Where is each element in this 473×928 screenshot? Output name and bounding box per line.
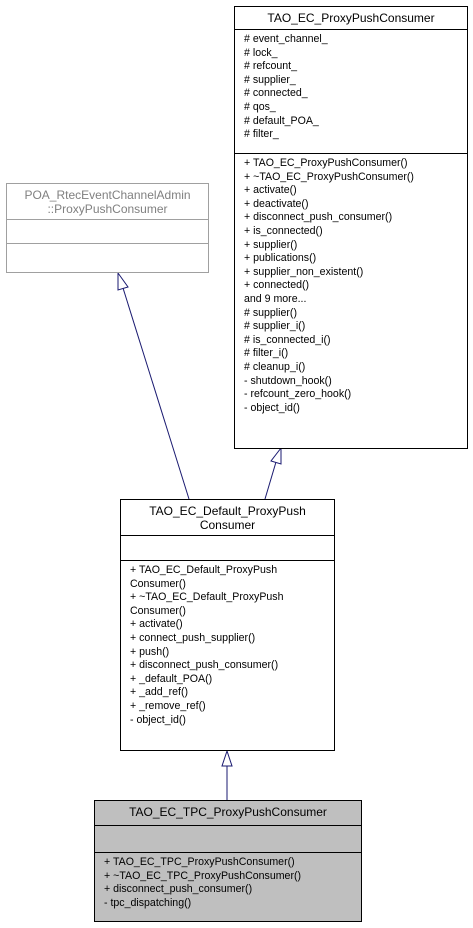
method: + _default_POA() bbox=[130, 672, 213, 685]
class-tao-ec-default-proxypushconsumer: TAO_EC_Default_ProxyPush Consumer + TAO_… bbox=[120, 499, 335, 751]
title-line: ::ProxyPushConsumer bbox=[47, 202, 168, 216]
methods-section: + TAO_EC_ProxyPushConsumer() + ~TAO_EC_P… bbox=[235, 153, 467, 417]
method: + is_connected() bbox=[244, 224, 323, 237]
method: - shutdown_hook() bbox=[244, 374, 332, 387]
method: - refcount_zero_hook() bbox=[244, 388, 352, 401]
method: + TAO_EC_ProxyPushConsumer() bbox=[244, 157, 408, 169]
attributes-section: # event_channel_ # lock_ # refcount_ # s… bbox=[235, 29, 467, 153]
attribute: # supplier_ bbox=[244, 73, 296, 86]
title-line: TAO_EC_ProxyPushConsumer bbox=[267, 11, 435, 25]
edge-default-to-proxypushconsumer bbox=[264, 461, 277, 500]
method: + ~TAO_EC_Default_ProxyPush bbox=[130, 591, 284, 604]
method: # supplier_i() bbox=[244, 320, 306, 333]
attribute: # qos_ bbox=[244, 100, 276, 113]
method: + supplier() bbox=[244, 238, 298, 251]
method: + ~TAO_EC_ProxyPushConsumer() bbox=[244, 170, 414, 183]
attribute: # refcount_ bbox=[244, 60, 298, 73]
method: + _add_ref() bbox=[130, 686, 189, 699]
method: + deactivate() bbox=[244, 197, 309, 210]
class-poa-proxypushconsumer: POA_RtecEventChannelAdmin ::ProxyPushCon… bbox=[6, 183, 209, 273]
attributes-section bbox=[95, 825, 361, 852]
class-title: TAO_EC_ProxyPushConsumer bbox=[235, 7, 467, 29]
methods-section: + TAO_EC_TPC_ProxyPushConsumer() + ~TAO_… bbox=[95, 852, 361, 912]
title-line: TAO_EC_TPC_ProxyPushConsumer bbox=[129, 805, 327, 819]
method: - object_id() bbox=[130, 713, 186, 726]
title-line: TAO_EC_Default_ProxyPush bbox=[149, 504, 306, 518]
method: - object_id() bbox=[244, 401, 300, 414]
more-methods-note: and 9 more... bbox=[244, 292, 307, 305]
attribute: # filter_ bbox=[244, 128, 279, 141]
method: # is_connected_i() bbox=[244, 333, 331, 346]
method: + disconnect_push_consumer() bbox=[244, 211, 393, 224]
method: + connected() bbox=[244, 279, 310, 292]
method: + activate() bbox=[130, 618, 183, 631]
method: + _remove_ref() bbox=[130, 699, 206, 712]
title-line: Consumer bbox=[199, 518, 256, 532]
class-title: POA_RtecEventChannelAdmin ::ProxyPushCon… bbox=[7, 184, 208, 219]
method: Consumer() bbox=[130, 577, 186, 590]
method: + ~TAO_EC_TPC_ProxyPushConsumer() bbox=[104, 869, 302, 882]
method: Consumer() bbox=[130, 604, 186, 617]
method: + TAO_EC_Default_ProxyPush bbox=[130, 564, 278, 576]
inheritance-arrowhead bbox=[221, 749, 233, 767]
method: + connect_push_supplier() bbox=[130, 631, 256, 644]
class-title: TAO_EC_TPC_ProxyPushConsumer bbox=[95, 801, 361, 825]
methods-section: + TAO_EC_Default_ProxyPush Consumer() + … bbox=[121, 560, 334, 729]
method: + supplier_non_existent() bbox=[244, 265, 364, 278]
method: + publications() bbox=[244, 252, 317, 265]
attributes-section bbox=[7, 219, 208, 243]
methods-section bbox=[7, 243, 208, 267]
attribute: # default_POA_ bbox=[244, 114, 319, 127]
attributes-section bbox=[121, 535, 334, 560]
method: + disconnect_push_consumer() bbox=[130, 659, 279, 672]
class-title: TAO_EC_Default_ProxyPush Consumer bbox=[121, 500, 334, 535]
method: + push() bbox=[130, 645, 170, 658]
attribute: # lock_ bbox=[244, 46, 278, 59]
method: + activate() bbox=[244, 184, 297, 197]
method: - tpc_dispatching() bbox=[104, 896, 192, 909]
attribute: # connected_ bbox=[244, 87, 308, 100]
attribute: # event_channel_ bbox=[244, 33, 328, 45]
inheritance-arrowhead bbox=[270, 446, 282, 465]
class-tao-ec-proxypushconsumer: TAO_EC_ProxyPushConsumer # event_channel… bbox=[234, 6, 468, 449]
method: # cleanup_i() bbox=[244, 360, 306, 373]
method: + disconnect_push_consumer() bbox=[104, 883, 253, 896]
method: # supplier() bbox=[244, 306, 297, 319]
class-tao-ec-tpc-proxypushconsumer: TAO_EC_TPC_ProxyPushConsumer + TAO_EC_TP… bbox=[94, 800, 362, 922]
title-line: POA_RtecEventChannelAdmin bbox=[24, 188, 191, 202]
inheritance-arrowhead bbox=[117, 271, 129, 291]
edge-default-to-poa bbox=[122, 287, 190, 500]
method: + TAO_EC_TPC_ProxyPushConsumer() bbox=[104, 856, 295, 868]
method: # filter_i() bbox=[244, 347, 289, 360]
